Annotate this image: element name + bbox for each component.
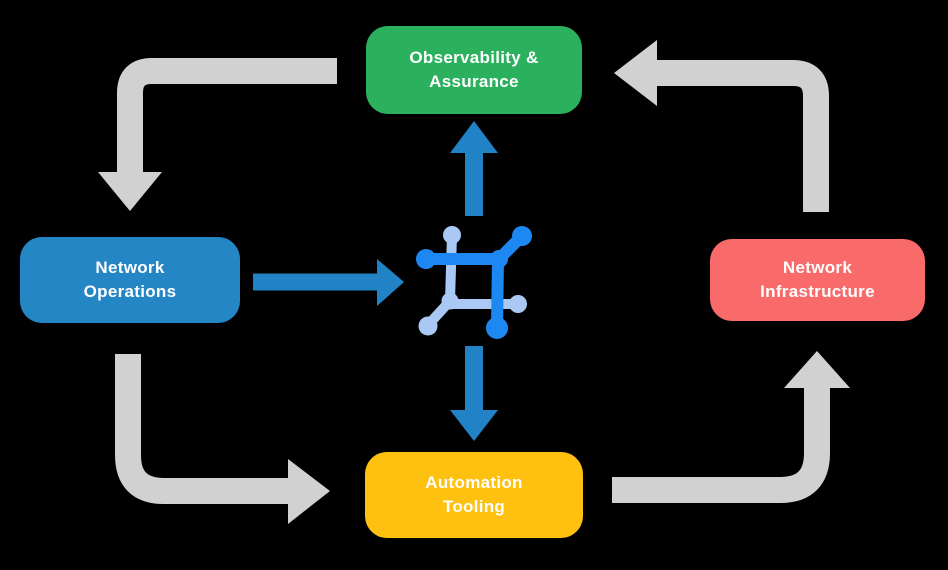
flow-arrow-bottom-left-shaft xyxy=(115,354,288,504)
icon-dark-node-top-right xyxy=(512,226,532,246)
flow-arrow-bottom-right-head xyxy=(784,351,850,388)
node-automation-label-line1: Automation xyxy=(425,473,523,492)
node-observability-assurance: Observability & Assurance xyxy=(366,26,582,114)
icon-light-node-bottom-left xyxy=(418,316,438,336)
data-arrow-up xyxy=(450,121,498,216)
node-automation-label-line2: Tooling xyxy=(442,497,506,516)
data-arrow-right-head xyxy=(377,259,404,306)
flow-arrow-top-left xyxy=(98,58,337,211)
flow-arrow-bottom-left-head xyxy=(288,459,330,524)
icon-light-node-top xyxy=(443,226,461,244)
icon-dark-junction xyxy=(490,250,508,268)
icon-light-node-right xyxy=(509,295,527,313)
icon-dark-node-bottom xyxy=(486,317,508,339)
flow-arrow-top-right xyxy=(614,40,829,212)
data-arrow-down-head xyxy=(450,410,498,441)
node-operations-label-line2: Operations xyxy=(83,282,177,301)
node-infrastructure-label-line1: Network xyxy=(782,258,853,277)
flow-arrow-top-left-shaft xyxy=(117,58,337,174)
data-arrow-down xyxy=(450,346,498,441)
node-operations-label-line1: Network xyxy=(95,258,165,277)
icon-light-vertical xyxy=(445,230,457,306)
network-mesh-icon xyxy=(416,226,532,339)
icon-dark-vertical xyxy=(491,253,504,334)
node-automation-tooling: Automation Tooling xyxy=(365,452,583,538)
network-mesh-icon-light xyxy=(418,226,527,336)
node-infrastructure-label-line2: Infrastructure xyxy=(760,282,875,301)
flow-arrow-top-right-head xyxy=(614,40,657,106)
node-observability-label-line2: Assurance xyxy=(429,72,519,91)
icon-dark-node-left xyxy=(416,249,436,269)
flow-arrow-top-left-head xyxy=(98,172,162,211)
flow-arrow-bottom-right-shaft xyxy=(612,388,830,503)
icon-light-junction xyxy=(441,292,459,310)
flow-arrow-top-right-shaft xyxy=(657,60,829,212)
node-observability-label-line1: Observability & xyxy=(409,48,539,67)
network-mesh-icon-dark xyxy=(416,226,532,339)
node-network-infrastructure: Network Infrastructure xyxy=(710,239,925,321)
flow-arrow-bottom-right xyxy=(612,351,850,503)
data-arrow-right xyxy=(253,259,404,306)
data-arrow-up-head xyxy=(450,121,498,153)
flow-arrow-bottom-left xyxy=(115,354,330,524)
node-network-operations: Network Operations xyxy=(20,237,240,323)
